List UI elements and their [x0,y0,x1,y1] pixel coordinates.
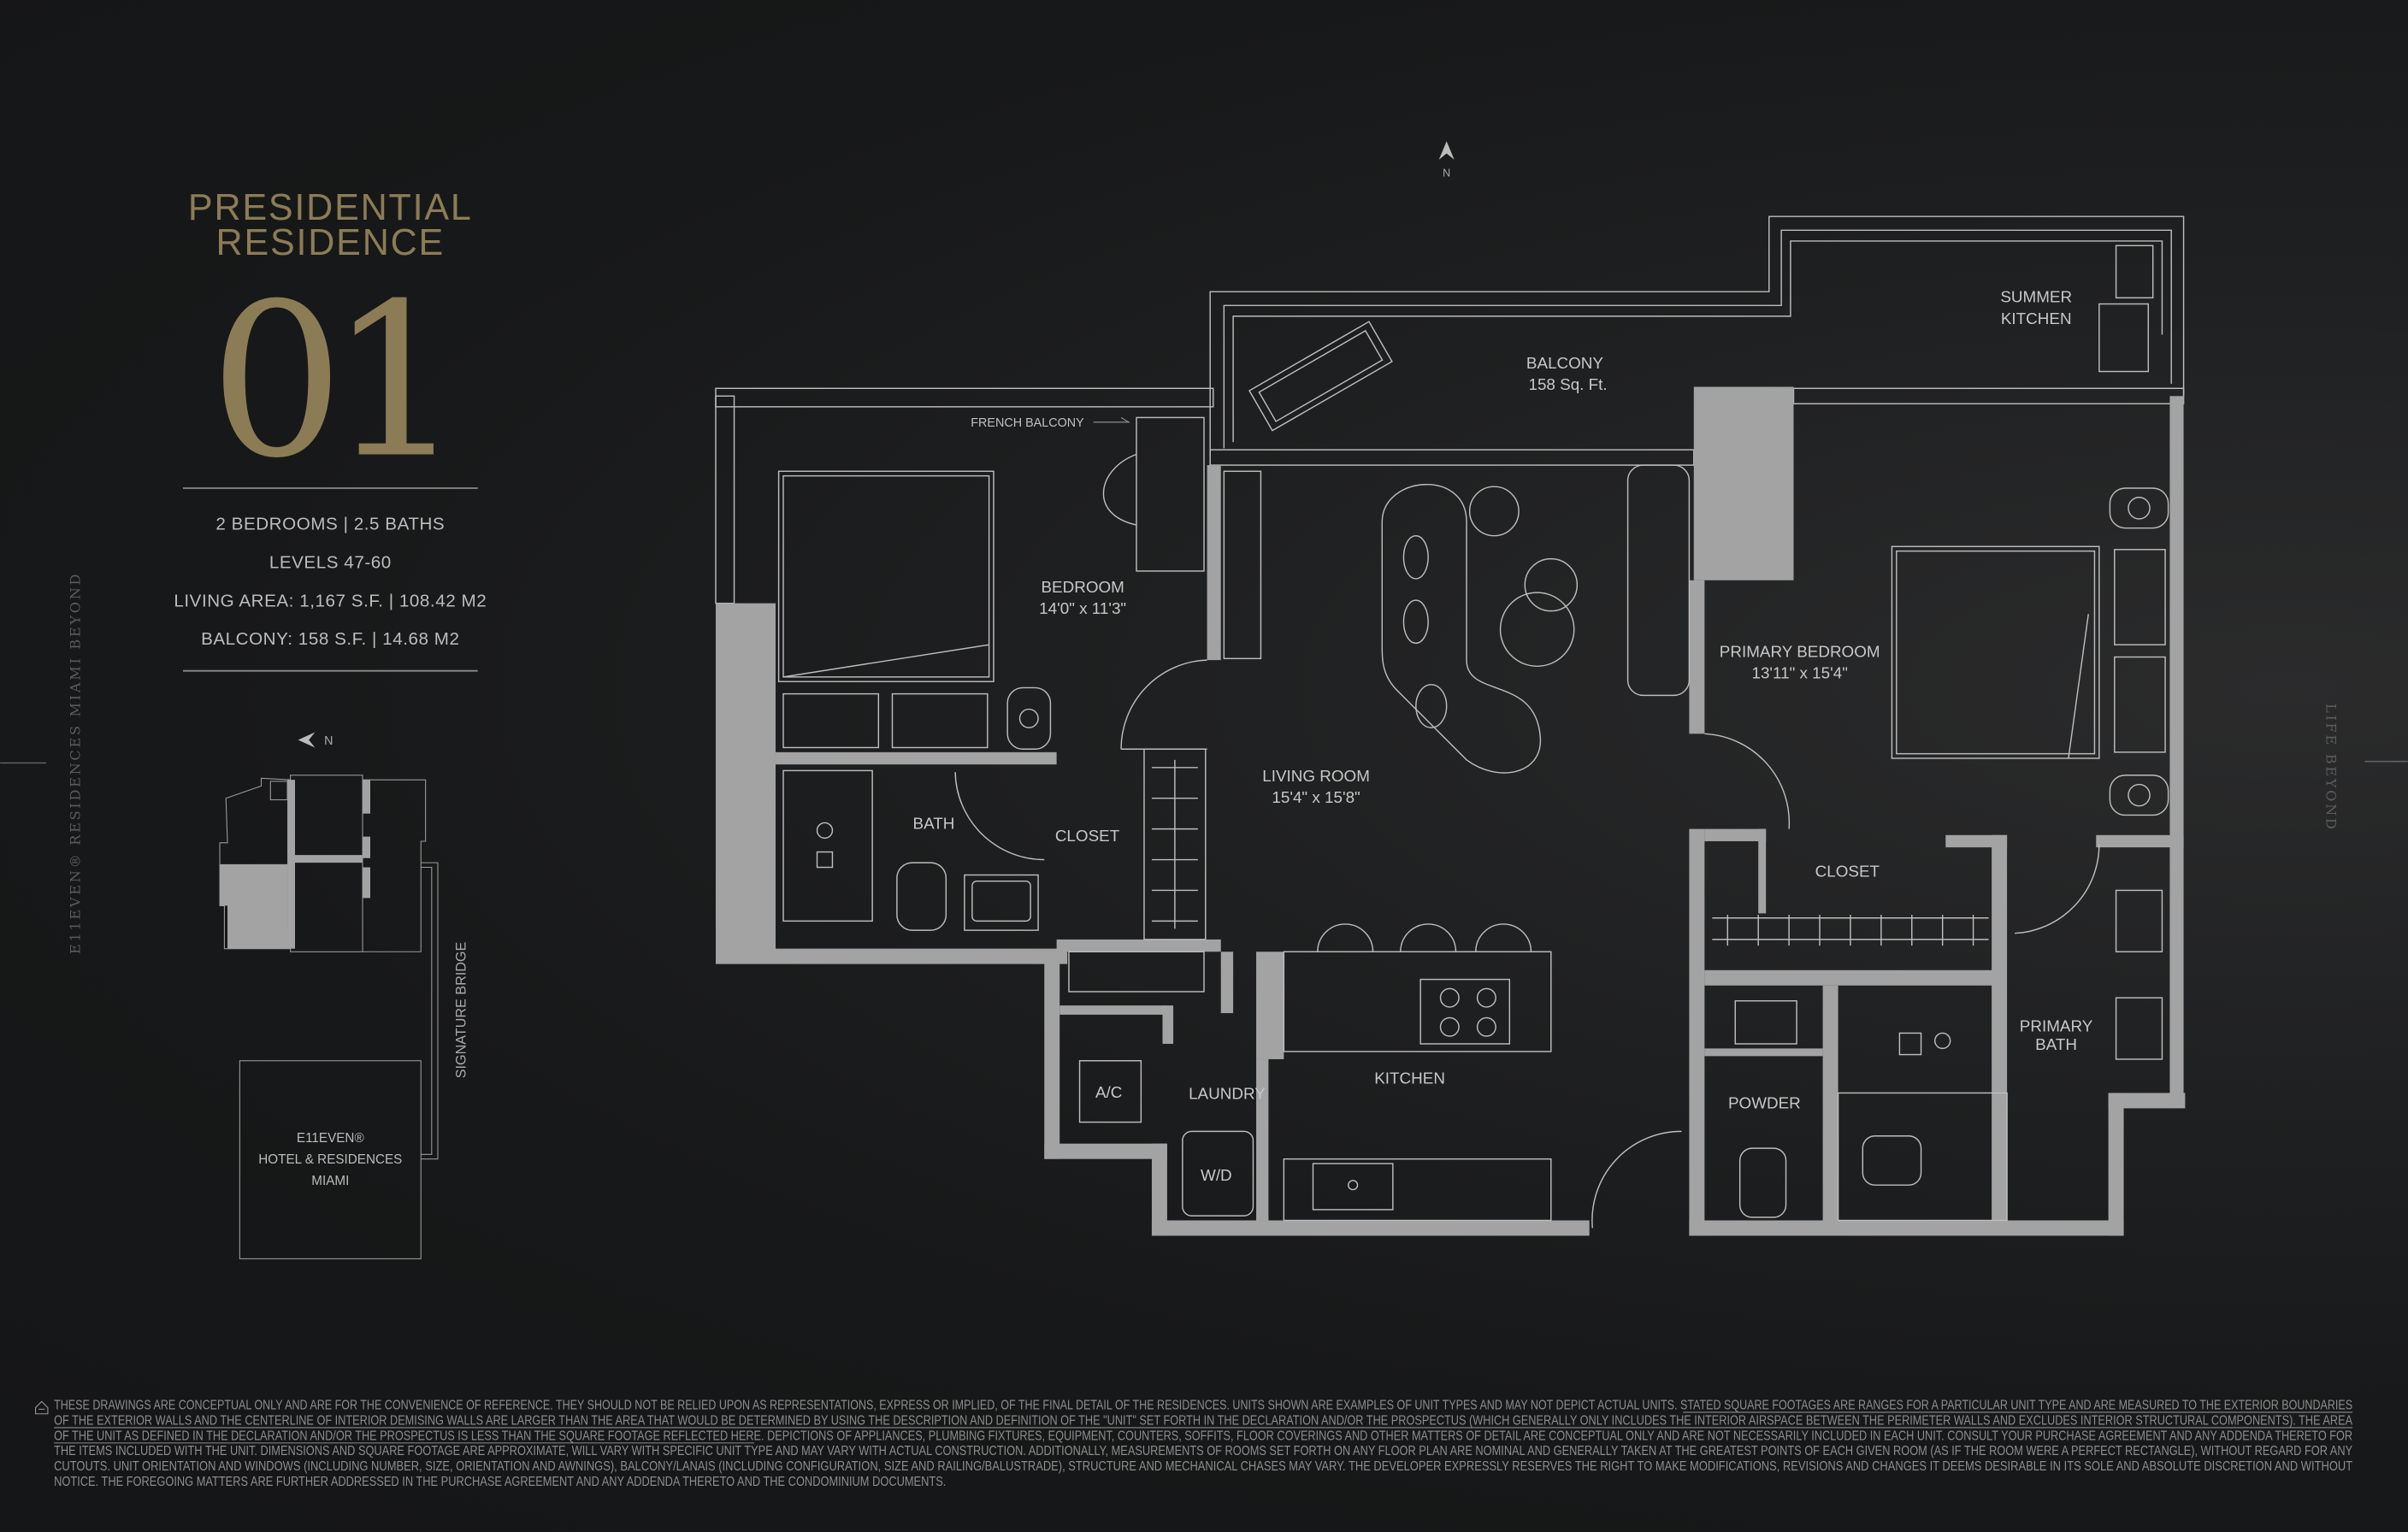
floor-plan: N [715,141,2186,1236]
wd-label: W/D [1201,1166,1232,1184]
disclaimer: THESE DRAWINGS ARE CONCEPTUAL ONLY AND A… [35,1398,2353,1489]
key-plan: N SIGNATURE BRIDGE E11EVEN® HOTEL & RESI… [219,732,469,1259]
spec-living-area: LIVING AREA: 1,167 S.F. | 108.42 M2 [174,591,487,610]
bedroom-label: BEDROOM [1041,578,1124,596]
furniture [777,416,2169,1229]
primary-closet-label: CLOSET [1815,862,1880,880]
disclaimer-line: THE ITEMS INCLUDED WITH THE UNIT. DIMENS… [54,1444,2352,1458]
equal-housing-icon [35,1400,49,1415]
residence-number: 01 [210,258,448,504]
living-room-size: 15'4" x 15'8" [1272,788,1360,806]
title-line-1: PRESIDENTIAL [188,187,473,228]
powder-label: POWDER [1728,1093,1801,1111]
bath-label: BATH [913,815,955,833]
north-label: N [1443,167,1450,179]
signature-bridge [421,862,439,1160]
signature-bridge-label: SIGNATURE BRIDGE [453,942,469,1079]
walls [716,386,2186,1236]
balcony-size: 158 Sq. Ft. [1528,375,1607,393]
residence-header: PRESIDENTIAL RESIDENCE 01 2 BEDROOMS | 2… [174,187,487,672]
french-balcony-arrow-icon [1093,416,1130,423]
balcony-outline [715,215,2185,604]
laundry-label: LAUNDRY [1189,1085,1266,1103]
primary-bath-label-2: BATH [2035,1035,2077,1053]
disclaimer-underlines [54,1411,2353,1444]
disclaimer-line: CUTOUTS. UNIT ORIENTATION AND WINDOWS (I… [54,1459,2352,1474]
balcony-label: BALCONY [1526,354,1603,372]
building-name-line-3: MIAMI [311,1174,349,1188]
spec-bedrooms-baths: 2 BEDROOMS | 2.5 BATHS [215,514,445,533]
ac-label: A/C [1095,1083,1122,1101]
side-text-left: E11EVEN® RESIDENCES MIAMI BEYOND [68,572,84,954]
living-room-label: LIVING ROOM [1262,767,1370,785]
key-north-arrow-icon [298,732,316,748]
spec-balcony: BALCONY: 158 S.F. | 14.68 M2 [201,629,459,649]
disclaimer-line: NOTICE. THE FOREGOING MATTERS ARE FURTHE… [54,1475,946,1489]
summer-kitchen-label-1: SUMMER [2000,288,2072,306]
kitchen-label: KITCHEN [1374,1069,1445,1087]
primary-bedroom-label: PRIMARY BEDROOM [1720,643,1880,661]
building-name-line-1: E11EVEN® [297,1131,364,1146]
disclaimer-line: OF THE UNIT AS DEFINED IN THE DECLARATIO… [54,1429,2352,1443]
primary-bath-label-1: PRIMARY [2020,1017,2093,1035]
building-box [239,1060,422,1259]
disclaimer-line: THESE DRAWINGS ARE CONCEPTUAL ONLY AND A… [54,1398,2352,1412]
french-balcony-label: FRENCH BALCONY [971,416,1084,430]
north-arrow-icon [1438,141,1455,160]
side-text-right: LIFE BEYOND [2323,704,2340,832]
primary-bedroom-size: 13'11" x 15'4" [1751,664,1847,682]
disclaimer-line: OF THE EXTERIOR WALLS AND THE CENTERLINE… [54,1413,2353,1428]
bedroom-size: 14'0" x 11'3" [1039,599,1126,617]
closet-label: CLOSET [1055,827,1120,845]
building-name-line-2: HOTEL & RESIDENCES [258,1152,402,1167]
title-line-2: RESIDENCE [216,222,446,263]
key-unit-highlight [220,863,288,949]
key-north-label: N [324,734,333,748]
summer-kitchen-label-2: KITCHEN [2001,309,2072,327]
spec-levels: LEVELS 47-60 [269,552,392,572]
